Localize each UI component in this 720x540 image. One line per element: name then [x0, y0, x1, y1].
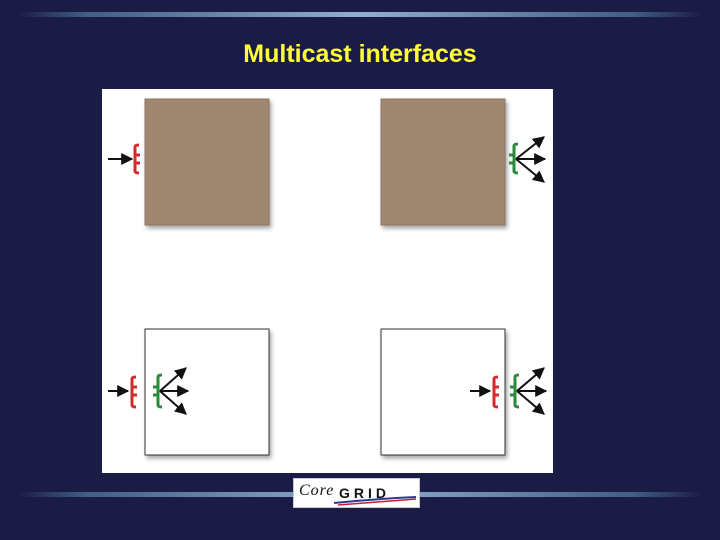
component-top-left — [144, 98, 270, 226]
logo-swoosh-icon — [333, 496, 417, 506]
multicast-diagram — [108, 98, 548, 456]
coregrid-logo: Core GRID — [293, 478, 420, 508]
interfaces-bottom-left — [108, 367, 190, 415]
interfaces-bottom-right — [470, 367, 548, 415]
client-interface-top-right — [509, 136, 547, 183]
logo-grid-text: GRID — [339, 485, 390, 501]
diagram-panel — [102, 89, 553, 473]
server-interface-top-left — [108, 143, 140, 175]
top-divider — [18, 12, 702, 17]
logo-core-text: Core — [299, 482, 335, 499]
slide-title: Multicast interfaces — [243, 40, 477, 68]
component-top-right — [380, 98, 506, 226]
